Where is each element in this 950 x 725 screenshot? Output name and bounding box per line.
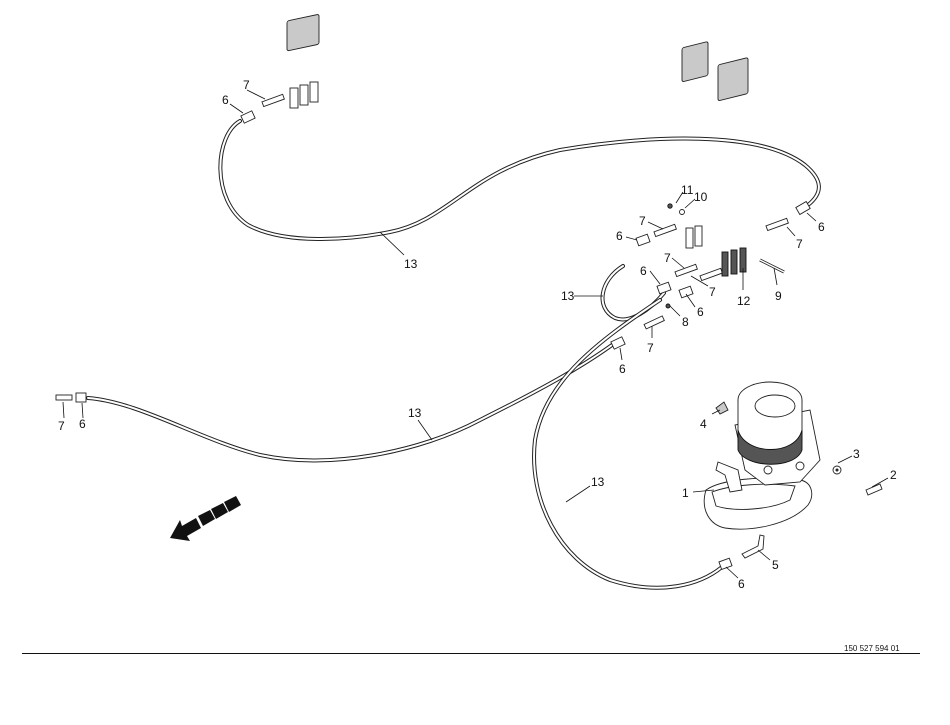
screw-part	[865, 483, 883, 496]
leader-lines	[62, 89, 889, 579]
callout-6: 6	[818, 220, 825, 234]
connector-fitting	[653, 223, 677, 238]
callout-2: 2	[890, 468, 897, 482]
callout-7: 7	[639, 214, 646, 228]
callout-7: 7	[664, 251, 671, 265]
callout-6: 6	[222, 93, 229, 107]
hose-top	[218, 119, 821, 241]
nut-fitting	[635, 233, 651, 247]
valve-block-center	[681, 41, 709, 249]
callout-13: 13	[404, 257, 418, 271]
callout-10: 10	[694, 190, 708, 204]
callout-11: 11	[681, 183, 694, 197]
valve-block-top	[286, 14, 320, 109]
washer-small	[679, 209, 685, 215]
callout-8: 8	[682, 315, 689, 329]
callout-1: 1	[682, 486, 689, 500]
nut-fitting	[240, 110, 256, 124]
clip-part	[715, 401, 729, 415]
connector-fitting	[261, 93, 285, 108]
screw-small	[667, 203, 673, 209]
connector-fitting	[699, 267, 723, 282]
callout-7: 7	[58, 419, 65, 433]
callout-4: 4	[700, 417, 707, 431]
callout-6: 6	[79, 417, 86, 431]
callout-6: 6	[640, 264, 647, 278]
valve-block-right	[717, 57, 749, 277]
nut-fitting	[795, 200, 811, 216]
callout-6: 6	[619, 362, 626, 376]
nut-fitting	[610, 336, 626, 350]
callout-6: 6	[697, 305, 704, 319]
callout-7: 7	[647, 341, 654, 355]
o-ring	[665, 303, 671, 309]
nut-fitting	[718, 557, 733, 571]
callout-13: 13	[591, 475, 605, 489]
callout-12: 12	[737, 294, 751, 308]
callout-7: 7	[243, 78, 250, 92]
nut-fitting	[75, 392, 87, 403]
connector-fitting	[55, 394, 73, 401]
pump-unit	[703, 381, 821, 530]
callout-3: 3	[853, 447, 860, 461]
nut-fitting	[678, 285, 694, 299]
callout-7: 7	[709, 285, 716, 299]
callout-13: 13	[408, 406, 422, 420]
connector-fitting	[765, 217, 789, 232]
angle-connector	[741, 534, 765, 559]
hose-lower	[532, 298, 724, 590]
callout-6: 6	[616, 229, 623, 243]
callout-labels: 7 6 13 11 10 7 6 7 6 7 12 9 7 6 13 8 6 7…	[58, 78, 897, 591]
nut-fitting	[656, 281, 672, 295]
connector-fitting	[643, 315, 665, 330]
callout-6: 6	[738, 577, 745, 591]
direction-arrow-icon	[170, 496, 241, 541]
fittings	[55, 14, 811, 571]
hose-lines	[86, 119, 821, 590]
bottom-rule	[22, 653, 920, 654]
callout-13: 13	[561, 289, 575, 303]
callout-7: 7	[796, 237, 803, 251]
callout-5: 5	[772, 558, 779, 572]
connector-fitting	[674, 263, 698, 278]
callout-9: 9	[775, 289, 782, 303]
drawing-number: 150 527 594 01	[844, 644, 900, 653]
